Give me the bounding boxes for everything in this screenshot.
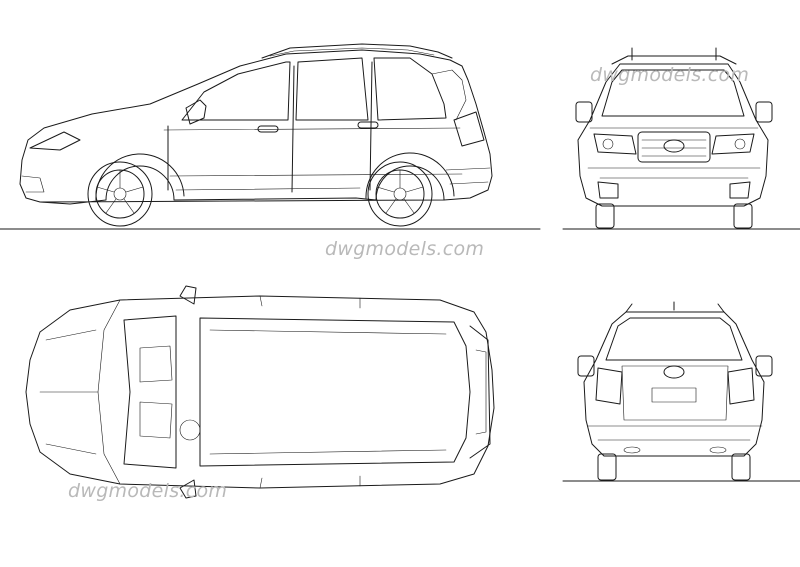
- top-hood-edge: [97, 299, 121, 485]
- front-view: [562, 47, 800, 230]
- top-steering-wheel: [179, 419, 201, 441]
- watermark-top-right: dwgmodels.com: [590, 64, 750, 86]
- rear-left-exhaust: [623, 446, 641, 454]
- front-left-tire: [595, 203, 615, 229]
- side-rear-window: [373, 57, 447, 121]
- top-body-outline: [25, 295, 495, 489]
- side-rear-arch: [365, 152, 455, 199]
- side-rear-wheel: [367, 161, 433, 227]
- front-bumper-lines: [587, 167, 761, 179]
- side-rear-handle: [357, 121, 379, 129]
- top-windshield: [123, 315, 177, 469]
- side-body-outline: [19, 49, 493, 205]
- side-roof-rail-inner: [269, 47, 435, 57]
- rear-right-tire: [731, 453, 751, 481]
- side-rear-bumper: [445, 167, 491, 185]
- front-grille: [637, 131, 711, 163]
- front-right-tire: [733, 203, 753, 229]
- rear-window: [605, 317, 743, 361]
- side-mirror: [185, 99, 207, 125]
- rear-tailgate: [621, 365, 729, 421]
- side-middle-window: [295, 57, 369, 121]
- rear-body-outline: [583, 311, 765, 457]
- front-right-foglight: [729, 181, 751, 199]
- front-left-mirror: [575, 101, 593, 123]
- top-view: [25, 285, 495, 499]
- side-foglight: [21, 175, 45, 193]
- side-front-window: [181, 61, 291, 121]
- side-taillight: [453, 111, 485, 147]
- top-rear-glass: [475, 349, 487, 435]
- rear-left-tire: [597, 453, 617, 481]
- front-grille-bars: [641, 139, 707, 157]
- front-logo: [663, 139, 685, 153]
- rear-logo: [663, 365, 685, 379]
- rear-plate: [651, 387, 697, 403]
- rear-right-exhaust: [709, 446, 727, 454]
- top-roof: [199, 317, 471, 467]
- watermark-center: dwgmodels.com: [325, 238, 485, 260]
- front-windshield: [601, 69, 745, 117]
- front-left-headlight: [593, 133, 637, 155]
- top-left-mirror: [179, 285, 197, 305]
- side-front-handle: [257, 125, 279, 133]
- top-rear-hatch: [469, 325, 491, 459]
- rear-roof-rails: [625, 301, 725, 313]
- rear-right-mirror: [755, 355, 773, 377]
- side-view: [0, 43, 541, 230]
- side-roof-rail: [261, 43, 453, 59]
- front-left-foglight: [597, 181, 619, 199]
- side-beltlines: [163, 127, 463, 191]
- side-door-seams: [167, 61, 373, 193]
- top-right-mirror: [179, 479, 197, 499]
- rear-right-taillight: [727, 367, 755, 405]
- side-quarter-glass: [431, 69, 467, 121]
- rear-left-mirror: [577, 355, 595, 377]
- watermark-bottom-left: dwgmodels.com: [68, 480, 228, 502]
- rear-view: [562, 301, 800, 482]
- front-roof-rails: [631, 47, 717, 61]
- top-seats: [139, 345, 173, 439]
- side-front-arch: [95, 153, 185, 201]
- rear-left-taillight: [595, 367, 623, 405]
- top-door-seams: [259, 295, 361, 489]
- front-right-headlight: [711, 133, 755, 155]
- side-front-wheel: [87, 161, 153, 227]
- top-hood-creases: [39, 329, 99, 455]
- front-body-outline: [577, 63, 769, 207]
- front-roof: [611, 55, 737, 65]
- rear-bumper-lines: [587, 425, 763, 441]
- side-headlight: [29, 131, 81, 151]
- front-right-mirror: [755, 101, 773, 123]
- top-roof-rails: [209, 329, 447, 455]
